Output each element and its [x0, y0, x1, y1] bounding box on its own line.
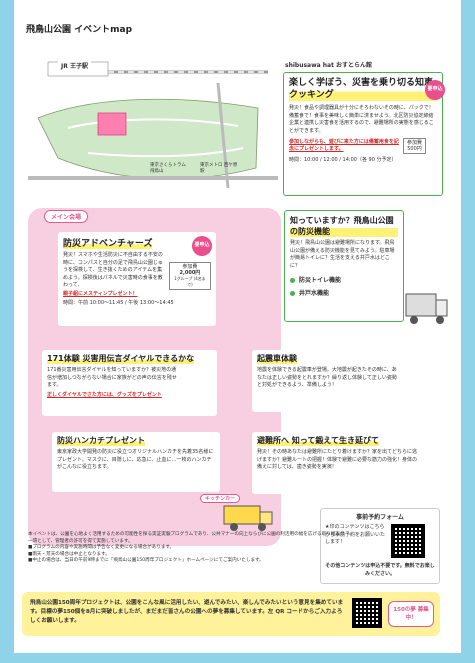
station-label: JR 王子駅: [58, 61, 91, 70]
shibusawa-body: 発災！食品や調理器具が十分にそろわないその時に、パックで！備蓄食で！食事を美味し…: [289, 105, 434, 134]
truck-illustration: [405, 293, 448, 324]
facility-item-toilet: 防災トイレ機能: [285, 273, 403, 286]
truck-card: 起震車体験 地震を体験できる起震車が登場。大地震が起きたその時に、あなたは正しい…: [252, 350, 424, 412]
map-label-metro: 東京メトロ 西ケ原駅: [200, 163, 238, 174]
note-1: 本イベントは、公園を心地よく活用するための可能性を探る実証実験プログラムであり、…: [28, 532, 345, 544]
adventure-body: 発災！スマホや生活防災に不自由する不安の時に、コンパスと自分の足で飛鳥山公園じゅ…: [63, 252, 163, 288]
truck-body: 地震を体験できる起震車が登場。大地震が起きたその時に、あなたは正しい姿勢をとれま…: [257, 367, 397, 388]
shibusawa-card: 楽しく学ぼう、災害を乗り切る知恵クッキング 発災！食品や調理器具が十分にそろわな…: [283, 72, 443, 196]
hankachi-card: 防災ハンカチプレゼント 東京家政大学開発の防災に役立つオリジナルハンカチを先着3…: [52, 432, 220, 492]
map-label-tram: 東京さくらトラム 飛鳥山: [150, 163, 186, 174]
shibusawa-times: 時間：10:00 / 12:00 / 14:00（各 90 分予定）: [289, 157, 397, 163]
footer-text: 飛鳥山公園150周年プロジェクトは、公園をこんな風に活用したい、遊んでみたい、楽…: [30, 600, 344, 624]
adventure-card: 防災アドベンチャーズ 発災！スマホや生活防災に不自由する不安の時に、コンパスと自…: [58, 232, 216, 326]
shibusawa-apply-badge: 要申込: [425, 80, 445, 100]
note-2: ■プログラムの内容や実施時間は予告なく変更になる場合があります。: [28, 545, 175, 551]
facilities-title: 知っていますか？飛鳥山公園の防災機能: [290, 215, 398, 237]
note-3: ■雨天・荒天の場合は中止となります。: [28, 551, 110, 557]
dial171-card: 171体験 災害用伝言ダイヤルできるかな 171番災害用伝言ダイヤルを知っていま…: [42, 350, 217, 416]
kitchen-car-illustration: [223, 505, 273, 531]
dial171-body: 171番災害用伝言ダイヤルを知っていますか？被災地の通信が増加しつながらない場合…: [47, 367, 177, 388]
hankachi-body: 東京家政大学開発の防災に役立つオリジナルハンカチを先着35名様にプレゼント。マス…: [57, 449, 214, 470]
right-border: [461, 0, 475, 663]
reservation-qr-code[interactable]: [391, 524, 425, 558]
shibusawa-fee: 参加費 500円: [403, 138, 427, 154]
facilities-body: 発災！飛鳥山公園は避難場所になります。飛鳥山公園が備える防災機能を見てみよう。駐…: [290, 240, 395, 269]
dial171-title: 171体験 災害用伝言ダイヤルできるかな: [47, 353, 195, 364]
adventure-apply-badge: 要申込: [192, 236, 212, 256]
page-title: 飛鳥山公園 イベントmap: [26, 25, 133, 35]
evacuation-title: 避難所へ 知って鍛えて生き延びて: [257, 435, 379, 446]
shibusawa-promo: 参加しながらも、遊びに来た方には備蓄用食を記念にプレゼントします。: [289, 138, 399, 153]
reservation-free-note: その他コンテンツは申込不要です。無料でお楽しみください。: [325, 563, 435, 577]
adventure-fee: 参加費 2,000円 1グループ (4名まで): [168, 261, 211, 290]
adventure-promo: 親子組にメスティンプレゼント！: [63, 290, 138, 297]
bottom-border: [0, 651, 475, 663]
shibusawa-header: shibusawa hat おすとらん館: [285, 62, 373, 69]
shibusawa-title: 楽しく学ぼう、災害を乗り切る知恵クッキング: [289, 77, 437, 101]
dial171-promo: 正しくダイヤルでさた方には、グッズをプレゼント: [47, 391, 162, 398]
main-venue-marker: [97, 112, 127, 136]
park-area: [37, 98, 259, 180]
truck-title: 起震車体験: [257, 353, 297, 364]
hankachi-title: 防災ハンカチプレゼント: [57, 435, 145, 446]
facilities-card: 知っていますか？飛鳥山公園の防災機能 発災！飛鳥山公園は避難場所になります。飛鳥…: [284, 210, 404, 322]
left-border: [0, 0, 14, 663]
note-4: ■中止の場合は、当日の午前9時までに「飛鳥山公園150周年プロジェクト」ホームペ…: [28, 558, 264, 564]
main-venue-label: メイン会場: [44, 210, 89, 223]
kitchen-car-label: キッチンカー: [200, 494, 241, 503]
notes-section: 本イベントは、公園を心地よく活用するための可能性を探る実証実験プログラムであり、…: [28, 532, 348, 565]
park-map: [28, 61, 278, 189]
evacuation-body: 発災！その時あなたは避難所にたどり着けますか？家を出てどちらに逃げますか？避難ル…: [257, 449, 418, 470]
footer-qr-code[interactable]: [352, 598, 382, 628]
adventure-times: 時間：午前 10:00〜11:45 / 午後 13:00〜14:45: [63, 300, 174, 306]
adventure-title: 防災アドベンチャーズ: [63, 236, 153, 249]
evacuation-card: 避難所へ 知って鍛えて生き延びて 発災！その時あなたは避難所にたどり着けますか？…: [252, 432, 424, 494]
facility-item-well: 井戸水機能: [285, 286, 403, 299]
footer-badge: 150の夢 募集中！: [388, 601, 434, 627]
reservation-text: ★印のコンテンツはこちらから事前予約をお願いいたします！: [325, 524, 386, 545]
reservation-box: 事前予約フォーム ★印のコンテンツはこちらから事前予約をお願いいたします！ その…: [320, 508, 440, 584]
reservation-label: 事前予約フォーム: [356, 514, 404, 521]
footer-banner: 飛鳥山公園150周年プロジェクトは、公園をこんな風に活用したい、遊んでみたい、楽…: [22, 592, 440, 636]
